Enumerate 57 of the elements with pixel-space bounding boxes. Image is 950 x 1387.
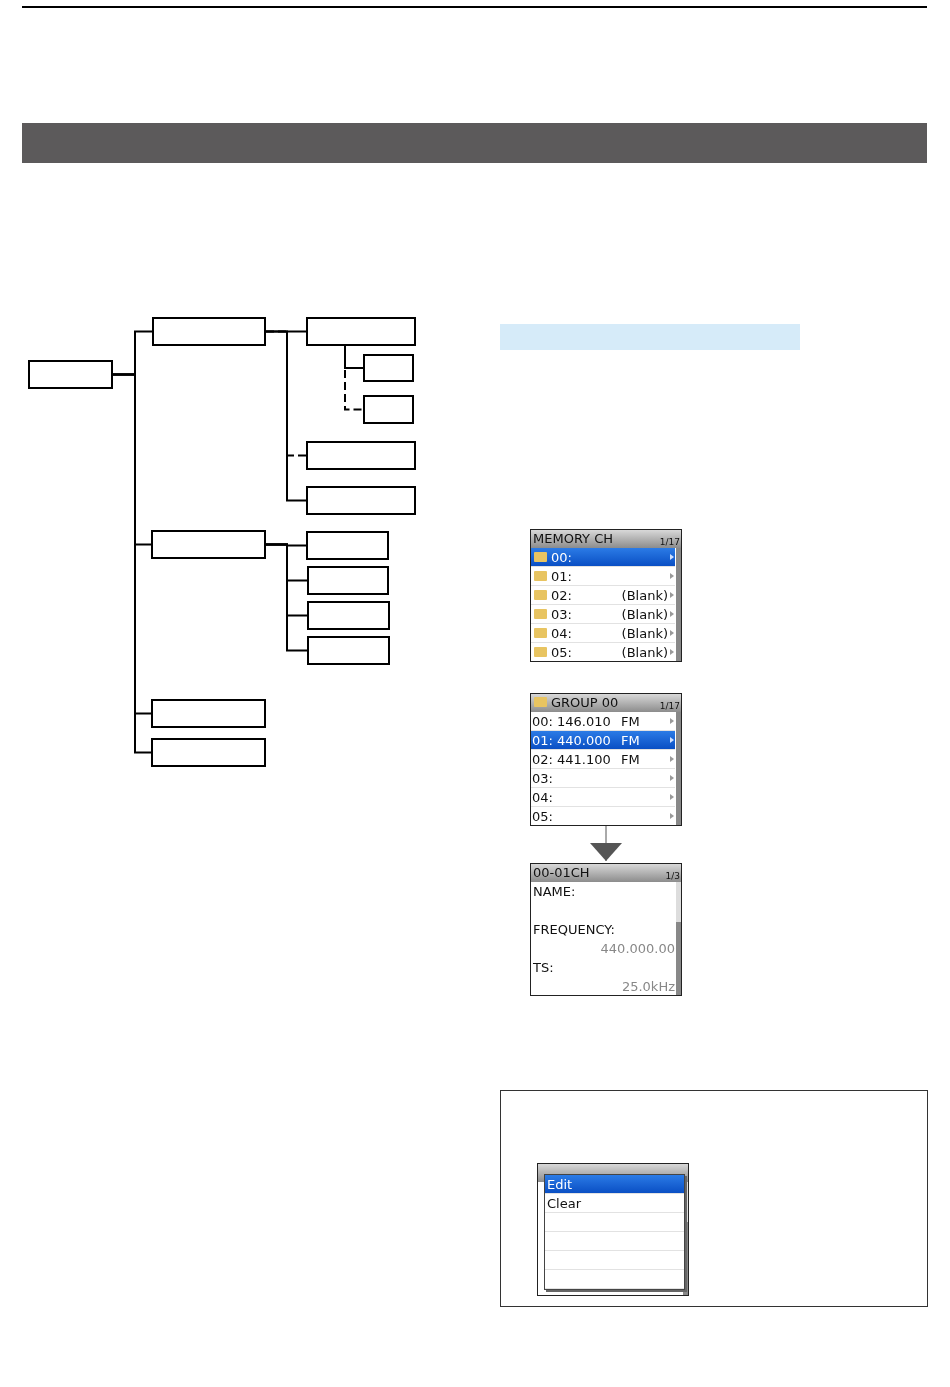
mode-text: FM [621, 751, 640, 768]
tree-box [151, 738, 266, 767]
screen-title: 00-01CH [533, 865, 590, 881]
field-label: FREQUENCY: [533, 921, 615, 938]
note-box [500, 1090, 928, 1307]
tree-box [363, 395, 414, 424]
tree-box [307, 566, 389, 595]
status-text: (Blank) [621, 587, 668, 604]
connector-line [265, 330, 307, 502]
channel-label: 01: [551, 568, 572, 585]
status-text: (Blank) [621, 644, 668, 661]
screen-title: MEMORY CH [533, 531, 613, 547]
page-indicator: 1/3 [665, 871, 680, 881]
tree-box [306, 317, 416, 346]
tree-box [307, 636, 390, 665]
channel-label: 03: [532, 770, 553, 787]
tree-box [151, 699, 266, 728]
connector-line [265, 543, 308, 652]
screen-display [537, 1163, 689, 1296]
tree-box [306, 531, 389, 560]
header-bar [22, 123, 927, 163]
mode-text: FM [621, 732, 640, 749]
arrow [590, 825, 622, 862]
field-label: TS: [533, 959, 554, 976]
status-text: (Blank) [621, 606, 668, 623]
channel-label: 03: [551, 606, 572, 623]
mode-text: FM [621, 713, 640, 730]
channel-label: 02: [551, 587, 572, 604]
value-text: 25.0kHz [621, 978, 675, 995]
tree-box [151, 530, 266, 559]
value-text: 440.000.00 [600, 940, 675, 957]
tree-box [28, 360, 113, 389]
tree-box [152, 317, 266, 346]
channel-label: 01: 440.000 [532, 732, 611, 749]
channel-label: 05: [551, 644, 572, 661]
screen-display [530, 693, 682, 826]
screen-display [530, 863, 682, 996]
menu-item: Edit [547, 1176, 573, 1193]
connector-line [344, 345, 364, 411]
channel-label: 02: 441.100 [532, 751, 611, 768]
tree-box [306, 441, 416, 470]
channel-label: 00: 146.010 [532, 713, 611, 730]
screen-display [530, 529, 682, 662]
channel-label: 00: [551, 549, 572, 566]
tree-box [307, 601, 390, 630]
field-label: NAME: [533, 883, 576, 900]
tree-box [306, 486, 416, 515]
menu-item: Clear [547, 1195, 581, 1212]
screen-title: GROUP 00 [551, 695, 619, 711]
page-indicator: 1/17 [659, 701, 680, 711]
channel-label: 05: [532, 808, 553, 825]
channel-label: 04: [532, 789, 553, 806]
highlight-band [500, 324, 800, 350]
tree-box [363, 354, 414, 382]
channel-label: 04: [551, 625, 572, 642]
status-text: (Blank) [621, 625, 668, 642]
page-indicator: 1/17 [659, 537, 680, 547]
